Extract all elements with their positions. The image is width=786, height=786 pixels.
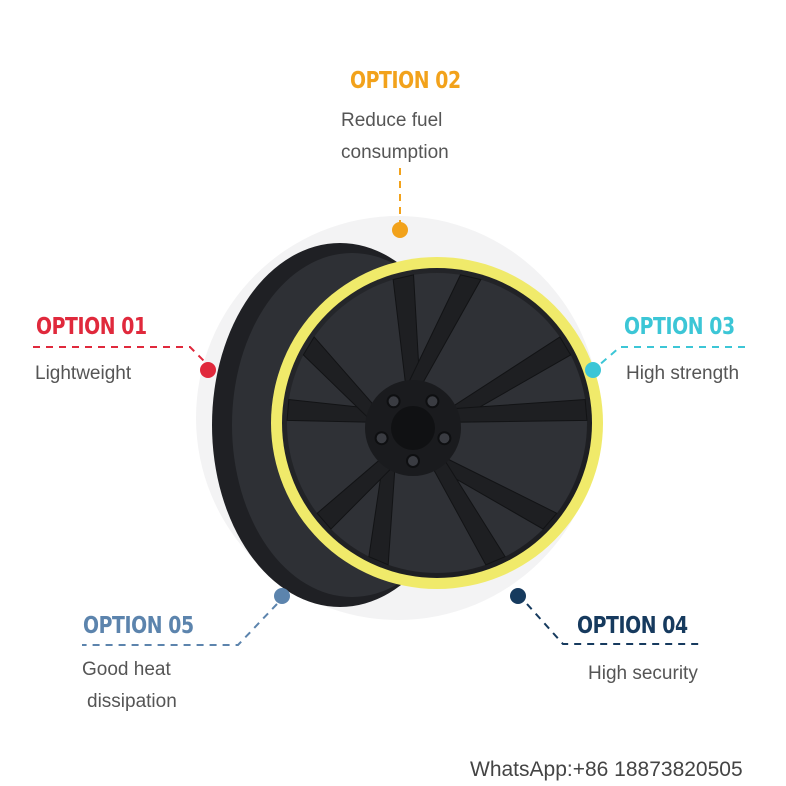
- option-04-desc: High security: [588, 658, 698, 690]
- dot-option-02: [392, 222, 408, 238]
- option-02-title: OPTION 02: [350, 68, 461, 94]
- option-02-line-1: Reduce fuel: [341, 110, 443, 131]
- dot-option-03: [585, 362, 601, 378]
- connector-option-03: [597, 346, 745, 367]
- whatsapp-watermark: WhatsApp:+86 18873820505: [470, 758, 743, 781]
- lug-nut: [386, 394, 401, 409]
- lug-nut: [425, 394, 440, 409]
- lug-nut: [406, 454, 420, 468]
- option-05-line-2: dissipation: [87, 691, 177, 712]
- center-cap: [391, 406, 435, 450]
- option-05-desc: Good heat dissipation: [82, 654, 177, 718]
- connector-option-04: [526, 603, 700, 645]
- option-04-title: OPTION 04: [577, 613, 688, 639]
- lug-nuts: [374, 394, 452, 468]
- option-02-line-2: consumption: [341, 142, 449, 163]
- dot-option-05: [274, 588, 290, 604]
- connector-option-05: [82, 603, 278, 646]
- wheel-spokes: [286, 274, 588, 566]
- option-05-title: OPTION 05: [83, 613, 194, 639]
- lug-nut: [437, 431, 452, 446]
- option-01-title: OPTION 01: [36, 314, 147, 340]
- option-03-title: OPTION 03: [624, 314, 735, 340]
- option-04-line-1: High security: [588, 663, 698, 684]
- option-05-line-1: Good heat: [82, 659, 171, 680]
- option-01-desc: Lightweight: [35, 358, 131, 390]
- option-01-line-1: Lightweight: [35, 363, 132, 384]
- option-03-line-1: High strength: [626, 363, 740, 384]
- dot-option-04: [510, 588, 526, 604]
- lug-nut: [374, 431, 389, 446]
- connector-option-01: [33, 346, 208, 365]
- option-03-desc: High strength: [626, 358, 739, 390]
- dot-option-01: [200, 362, 216, 378]
- option-02-desc: Reduce fuel consumption: [341, 105, 449, 169]
